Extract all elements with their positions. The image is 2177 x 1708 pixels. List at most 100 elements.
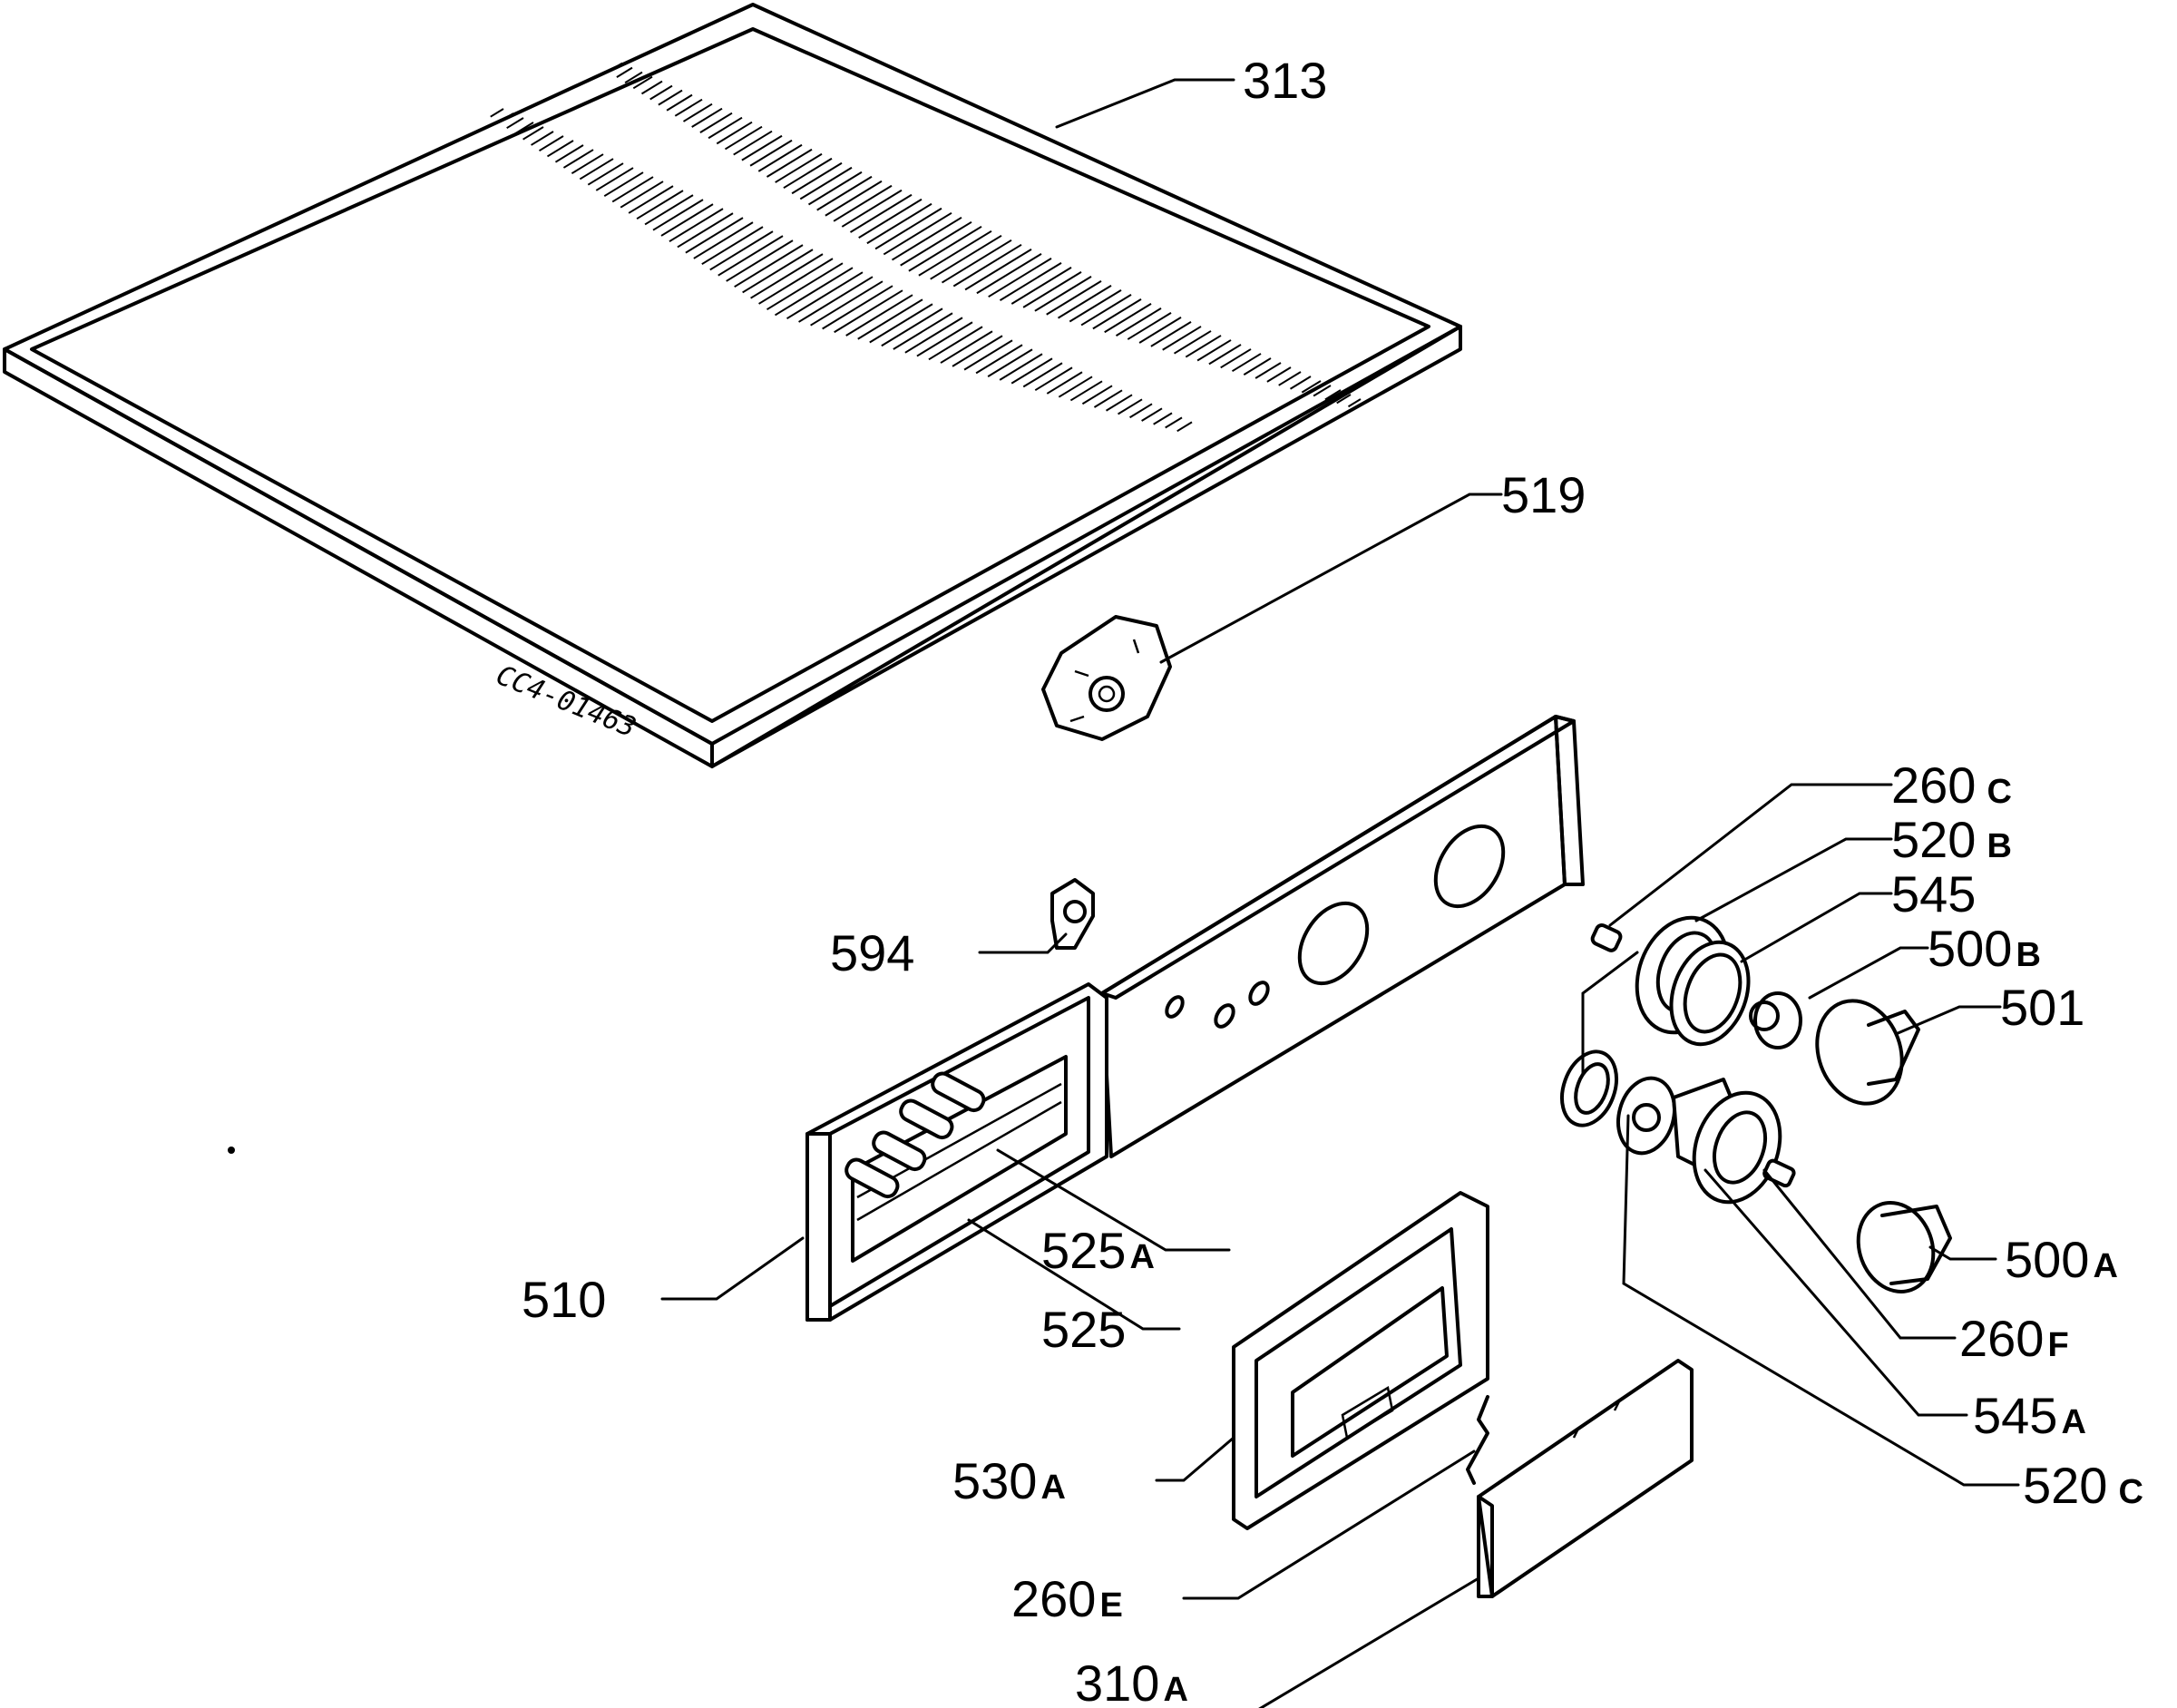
hatch-line [1093, 389, 1123, 408]
hatch-line [611, 176, 654, 203]
hatch-line [1138, 317, 1182, 344]
hatch-line [1313, 385, 1332, 397]
hatch-line [816, 175, 873, 211]
knob-assembly [1560, 915, 1952, 1293]
hatch-line [1196, 339, 1232, 362]
hatch-line [1069, 289, 1122, 323]
hatch-line [571, 153, 604, 175]
hatch-line [1141, 407, 1163, 422]
hatch-line [757, 143, 803, 172]
hatch-line [726, 239, 794, 282]
label-501: 501 [2000, 979, 2084, 1036]
hatch-line [693, 221, 754, 259]
hatch-line [845, 294, 913, 337]
hatch-line [807, 171, 863, 206]
hatch-line [1127, 312, 1172, 340]
hatch-line [749, 139, 793, 167]
hatch-line [691, 107, 723, 128]
hatch-line [891, 216, 962, 261]
hatch-line [733, 130, 773, 156]
hatch-line [603, 171, 644, 198]
hatch-line [1022, 271, 1082, 308]
label-594: 594 [830, 924, 914, 981]
hatch-line [1278, 371, 1302, 386]
hatch-line [833, 184, 893, 222]
hatch-line [883, 211, 952, 256]
hatch-line [869, 303, 933, 344]
label-313: 313 [1243, 52, 1327, 109]
hatch-line [988, 257, 1052, 298]
hatch-line [699, 112, 733, 133]
hatch-line [1289, 376, 1312, 390]
hatch-line [741, 134, 783, 161]
hatch-line [841, 189, 903, 228]
hatch-line [620, 181, 664, 209]
hatch-line [1243, 357, 1272, 376]
mounting-plate-519 [1041, 615, 1172, 741]
hatch-line [701, 226, 764, 266]
hatch-line [1254, 362, 1282, 379]
leader-lines [660, 78, 2020, 1708]
hatch-line [866, 202, 932, 245]
detergent-drawer-510 [805, 982, 1108, 1322]
hatch-line [1153, 412, 1173, 425]
bracket-594 [1050, 878, 1095, 950]
hatch-line [716, 121, 753, 145]
hatch-line [900, 220, 972, 267]
hatch-line [758, 258, 834, 305]
control-panel-fascia [1100, 715, 1585, 1158]
hatch-line [874, 207, 942, 250]
hatch-line [941, 239, 1012, 284]
hatch-line [774, 267, 854, 317]
hatch-line [616, 66, 633, 78]
hatch-line [893, 312, 953, 350]
hatch-line [857, 298, 923, 340]
hatch-line [1347, 398, 1362, 408]
hatch-line [799, 166, 853, 200]
hatch-line [904, 317, 963, 354]
hatch-line [1034, 276, 1092, 312]
hatch-line [999, 353, 1043, 381]
hatch-line [608, 62, 623, 73]
hatch-line [1115, 307, 1162, 337]
hatch-line [1220, 348, 1252, 369]
hatch-line [632, 75, 653, 90]
hatch-line [916, 321, 973, 357]
label-545: 545 [1891, 865, 1976, 922]
hatch-line [1046, 371, 1083, 395]
hatch-line [658, 89, 683, 106]
hatch-line [1266, 366, 1292, 383]
hatch-line [531, 131, 554, 146]
hatch-line [783, 157, 833, 190]
worktop-hatching-top [490, 108, 1193, 433]
hatch-line [649, 84, 673, 101]
hatch-line [881, 307, 943, 347]
hatch-line [1022, 362, 1063, 388]
hatch-line [775, 152, 823, 183]
hatch-line [750, 253, 824, 299]
hatch-line [822, 285, 893, 330]
hatch-line [1150, 321, 1192, 347]
hatch-line [1336, 394, 1352, 405]
hatch-line [677, 212, 734, 249]
hatch-line [987, 348, 1033, 377]
hatch-line [791, 161, 843, 195]
spring-clip-260e [1466, 1395, 1489, 1485]
hatch-line [579, 158, 614, 181]
hatch-line [1324, 389, 1342, 401]
hatch-line [640, 80, 663, 95]
hatch-line [1010, 357, 1053, 385]
hatch-line [514, 122, 534, 135]
hatch-line [918, 229, 992, 277]
hatch-line [498, 112, 514, 123]
hatch-line [490, 108, 504, 118]
